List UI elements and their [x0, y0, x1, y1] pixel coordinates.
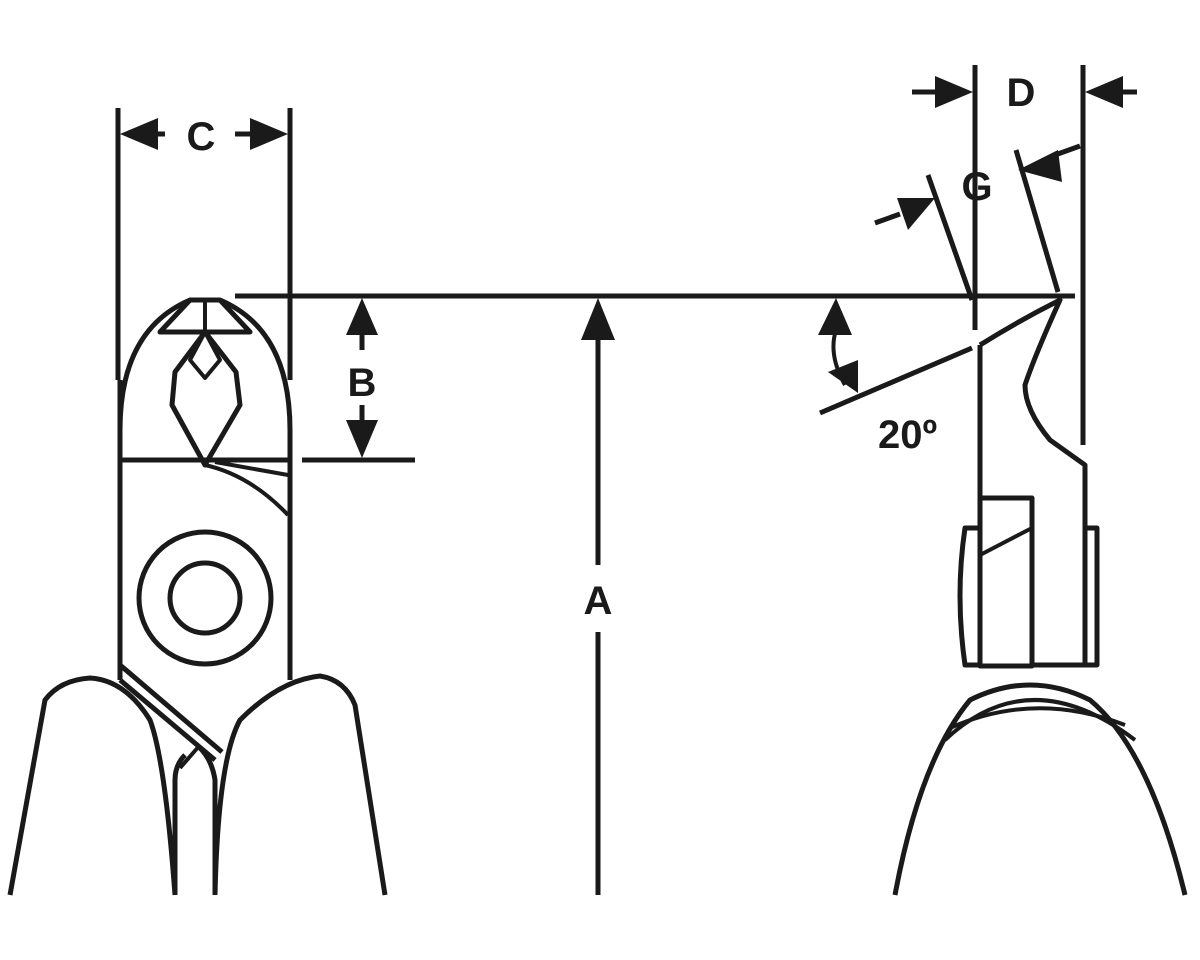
label-d: D — [1007, 71, 1036, 115]
arrow-a-up — [581, 298, 615, 340]
arrow-c-right — [250, 118, 288, 150]
label-c: C — [187, 115, 216, 159]
label-g: G — [961, 165, 992, 209]
dimension-g: G — [874, 143, 1081, 301]
dimension-angle: 20º — [818, 298, 973, 457]
jaw-profile-back — [978, 297, 1088, 665]
label-b: B — [348, 361, 377, 405]
arrow-g-right — [1018, 150, 1062, 182]
dimension-d: D — [912, 65, 1137, 445]
arrow-angle-up — [818, 298, 852, 335]
arrow-b-up — [346, 298, 378, 335]
dimension-a: A — [581, 298, 615, 895]
label-angle: 20º — [878, 413, 937, 457]
arrow-g-left — [897, 198, 935, 230]
blade-diamond — [169, 329, 243, 468]
handle-left-outer — [7, 675, 178, 896]
pivot-outer-ring — [136, 529, 274, 667]
arrow-d-right — [1085, 76, 1123, 108]
dimension-c: C — [115, 108, 293, 380]
angle-line — [819, 345, 973, 416]
side-handle — [892, 682, 1188, 896]
handle-right-outer — [212, 673, 388, 896]
blade-inner-notch — [188, 330, 222, 380]
front-view-plier — [7, 297, 388, 896]
arrow-angle-down — [828, 360, 858, 393]
arrow-d-left — [935, 76, 973, 108]
side-view-plier — [892, 297, 1188, 896]
arrow-b-down — [346, 420, 378, 458]
dimension-b: B — [302, 298, 415, 463]
arrow-c-left — [120, 118, 158, 150]
pivot-bolt — [167, 560, 243, 636]
label-a: A — [584, 579, 613, 623]
